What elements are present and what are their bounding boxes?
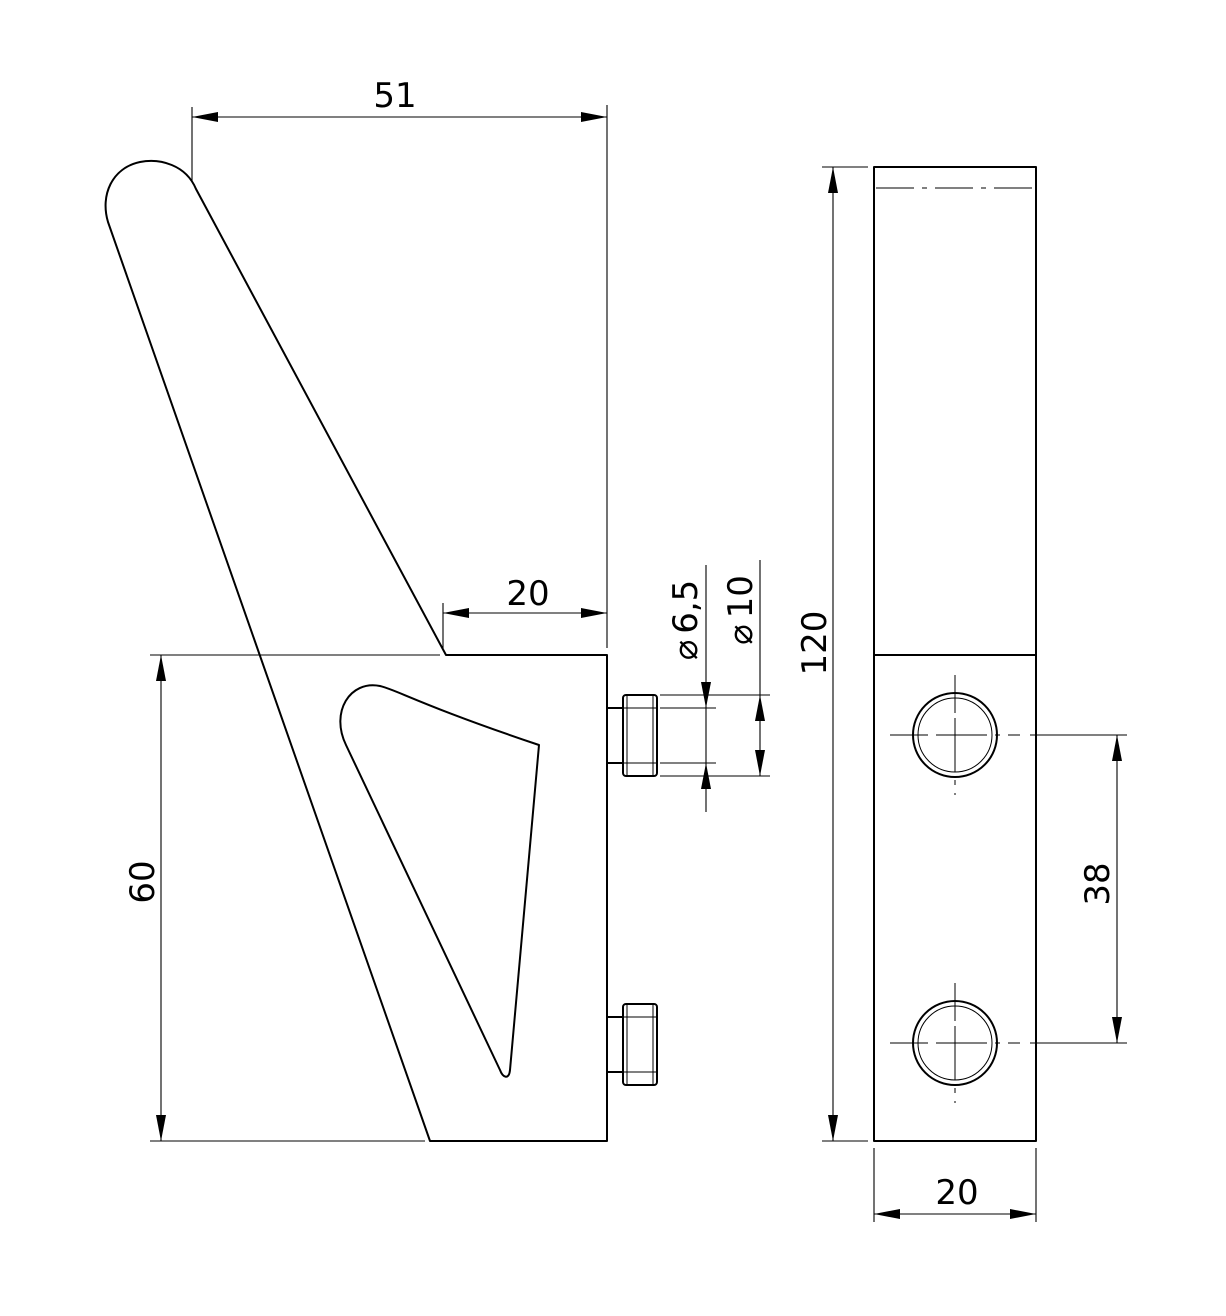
- dimension-120-label: 120: [795, 611, 835, 676]
- dimension-60-label: 60: [123, 860, 163, 903]
- lower-hole: [890, 983, 1020, 1103]
- upper-hole: [890, 675, 1020, 795]
- dimension-20-depth: 20: [442, 574, 607, 650]
- hook-cutout: [339, 684, 540, 1078]
- dimension-51-label: 51: [373, 76, 416, 116]
- lower-screw: [606, 1003, 658, 1086]
- dimension-120: 120: [795, 166, 868, 1142]
- dimension-dia-10: ⌀10: [660, 560, 770, 777]
- dimension-38-label: 38: [1078, 862, 1118, 905]
- dimension-dia-10-label: ⌀10: [721, 575, 761, 645]
- front-view: 120 38 20: [795, 166, 1127, 1222]
- hook-outline: [104, 160, 608, 1142]
- dimension-60: 60: [123, 654, 440, 1142]
- dimension-dia-6-5-label: ⌀6,5: [666, 580, 706, 661]
- dimension-51: 51: [191, 76, 608, 648]
- dimension-20-width: 20: [873, 1148, 1037, 1222]
- dimension-20-width-label: 20: [935, 1173, 978, 1213]
- dimension-20-depth-label: 20: [506, 574, 549, 614]
- side-view: 51 20 60 ⌀6,5: [104, 76, 770, 1142]
- upper-screw: [606, 694, 658, 777]
- dimension-38: 38: [1030, 734, 1127, 1044]
- dimension-dia-6-5: ⌀6,5: [660, 565, 716, 812]
